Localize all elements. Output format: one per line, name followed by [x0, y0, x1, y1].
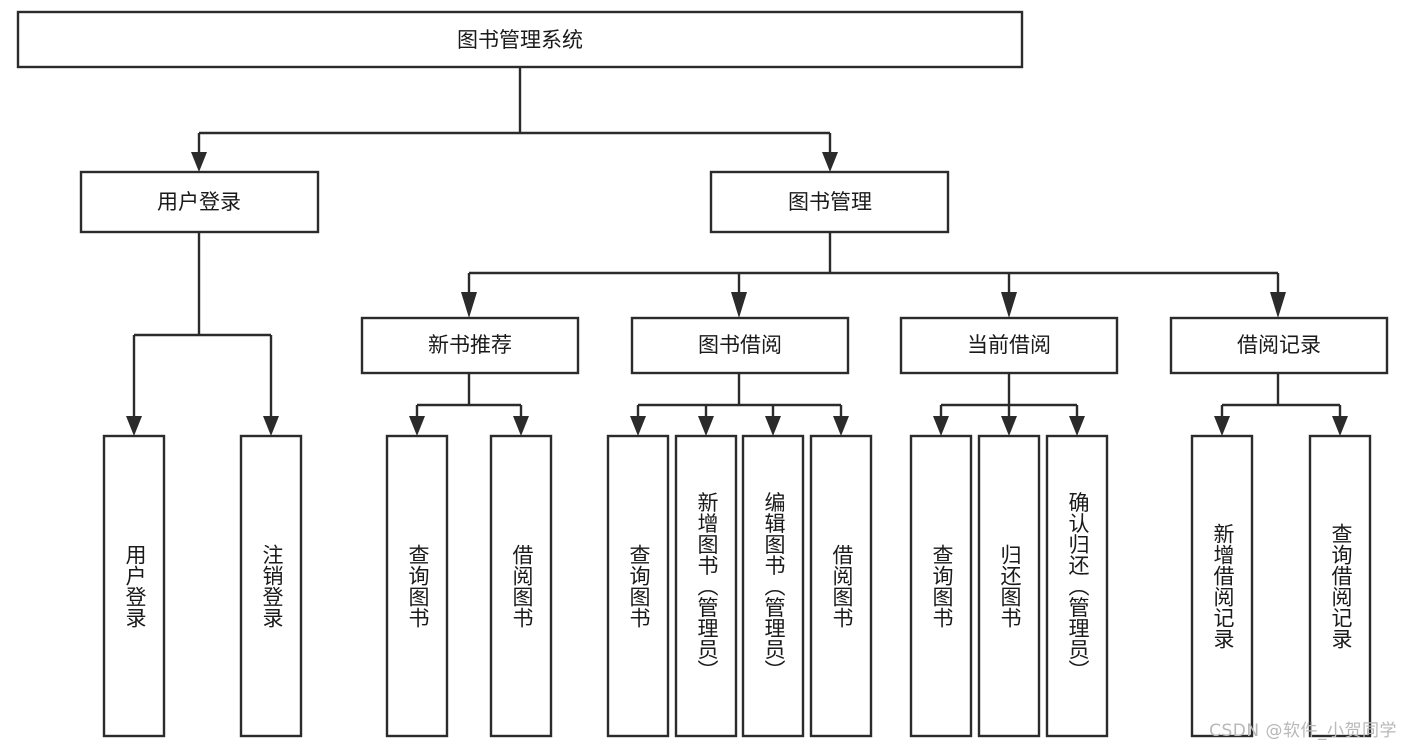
node-root[interactable]: 图书管理系统	[16, 10, 1024, 69]
arrowhead-layer	[126, 152, 1348, 436]
leaf-new-book-1-box[interactable]	[489, 434, 553, 738]
arrow-to-leaf-logout	[263, 416, 279, 436]
leaf-current-borrow-0-label: 查询图书	[930, 544, 954, 628]
node-new-book-recommend[interactable]: 新书推荐	[360, 316, 580, 375]
leaf-user-login-0-box[interactable]	[102, 434, 166, 738]
leaf-user-login-1[interactable]: 注销登录	[239, 434, 303, 738]
connector-new-book-trunk	[415, 373, 523, 419]
leaf-new-book-1[interactable]: 借阅图书	[489, 434, 553, 738]
arrow-to-cb-leaf-2	[1069, 416, 1085, 436]
node-book-manage[interactable]: 图书管理	[709, 170, 950, 234]
leaf-user-login-0[interactable]: 用户登录	[102, 434, 166, 738]
arrow-to-user-login	[191, 152, 207, 172]
leaf-new-book-0-label: 查询图书	[406, 544, 430, 628]
node-book-manage-box[interactable]	[709, 170, 950, 234]
leaf-book-borrow-3-label: 借阅图书	[830, 544, 854, 628]
arrow-to-book-borrow	[731, 292, 747, 318]
arrow-to-br-leaf-1	[1332, 416, 1348, 436]
node-current-borrow[interactable]: 当前借阅	[899, 316, 1119, 375]
arrow-to-bb-leaf-0	[630, 416, 646, 436]
arrow-to-bb-leaf-3	[833, 416, 849, 436]
leaf-borrow-record-1-box[interactable]	[1308, 434, 1372, 738]
connector-root-trunk	[197, 67, 832, 156]
leaf-borrow-record-0[interactable]: 新增借阅记录	[1190, 434, 1254, 738]
leaf-user-login-0-label: 用户登录	[123, 544, 147, 628]
leaf-book-borrow-0[interactable]: 查询图书	[606, 434, 670, 738]
leaf-current-borrow-2[interactable]: 确认归还（管理员）	[1045, 434, 1109, 738]
node-user-login-label: 用户登录	[157, 190, 241, 214]
leaf-book-borrow-2[interactable]: 编辑图书（管理员）	[741, 434, 805, 738]
node-user-login-box[interactable]	[79, 170, 320, 234]
leaf-book-borrow-2-box[interactable]	[741, 434, 805, 738]
leaf-current-borrow-2-box[interactable]	[1045, 434, 1109, 738]
node-root-label: 图书管理系统	[457, 28, 583, 52]
connector-current-borrow-trunk	[939, 373, 1079, 419]
node-new-book-recommend-box[interactable]	[360, 316, 580, 375]
leaf-book-borrow-0-box[interactable]	[606, 434, 670, 738]
connector-layer	[132, 67, 1342, 419]
arrow-to-borrow-record	[1270, 292, 1286, 318]
leaf-current-borrow-0-box[interactable]	[909, 434, 973, 738]
arrow-to-bb-leaf-1	[698, 416, 714, 436]
arrow-to-cb-leaf-0	[933, 416, 949, 436]
arrow-to-br-leaf-0	[1214, 416, 1230, 436]
connector-book-borrow-trunk	[636, 373, 843, 419]
leaf-book-borrow-1[interactable]: 新增图书（管理员）	[674, 434, 738, 738]
leaf-current-borrow-1-box[interactable]	[977, 434, 1041, 738]
node-current-borrow-box[interactable]	[899, 316, 1119, 375]
leaf-user-login-1-label: 注销登录	[260, 544, 284, 628]
arrow-to-new-book-recommend	[461, 292, 477, 318]
leaf-borrow-record-1[interactable]: 查询借阅记录	[1308, 434, 1372, 738]
node-root-box[interactable]	[16, 10, 1024, 69]
arrow-to-book-manage	[822, 152, 838, 172]
arrow-to-current-borrow	[1001, 292, 1017, 318]
node-user-login[interactable]: 用户登录	[79, 170, 320, 234]
connector-user-login-trunk	[132, 232, 273, 419]
leaf-new-book-0-box[interactable]	[385, 434, 449, 738]
connector-borrow-record-trunk	[1220, 373, 1342, 419]
leaf-borrow-record-1-label: 查询借阅记录	[1329, 523, 1353, 649]
leaf-book-borrow-0-label: 查询图书	[627, 544, 651, 628]
node-borrow-record-box[interactable]	[1169, 316, 1389, 375]
arrow-to-nb-leaf-0	[409, 416, 425, 436]
leaf-book-borrow-1-box[interactable]	[674, 434, 738, 738]
node-book-borrow[interactable]: 图书借阅	[630, 316, 850, 375]
leaf-new-book-1-label: 借阅图书	[510, 544, 534, 628]
arrow-to-nb-leaf-1	[513, 416, 529, 436]
arrow-to-cb-leaf-1	[1001, 416, 1017, 436]
leaf-book-borrow-1-label: 新增图书（管理员）	[695, 492, 719, 681]
node-book-manage-label: 图书管理	[788, 190, 872, 214]
leaf-user-login-1-box[interactable]	[239, 434, 303, 738]
leaf-borrow-record-0-box[interactable]	[1190, 434, 1254, 738]
node-book-borrow-box[interactable]	[630, 316, 850, 375]
connector-book-manage-trunk	[467, 232, 1280, 296]
leaf-current-borrow-2-label: 确认归还（管理员）	[1066, 492, 1090, 681]
arrow-to-bb-leaf-2	[765, 416, 781, 436]
node-new-book-recommend-label: 新书推荐	[428, 333, 512, 357]
node-borrow-record[interactable]: 借阅记录	[1169, 316, 1389, 375]
leaf-book-borrow-2-label: 编辑图书（管理员）	[762, 492, 786, 681]
arrow-to-leaf-user-login	[126, 416, 142, 436]
leaf-new-book-0[interactable]: 查询图书	[385, 434, 449, 738]
node-book-borrow-label: 图书借阅	[698, 333, 782, 357]
node-current-borrow-label: 当前借阅	[967, 333, 1051, 357]
leaf-current-borrow-0[interactable]: 查询图书	[909, 434, 973, 738]
node-borrow-record-label: 借阅记录	[1237, 333, 1321, 357]
leaf-current-borrow-1-label: 归还图书	[998, 544, 1022, 628]
leaf-borrow-record-0-label: 新增借阅记录	[1211, 523, 1235, 649]
leaf-book-borrow-3[interactable]: 借阅图书	[809, 434, 873, 738]
leaf-book-borrow-3-box[interactable]	[809, 434, 873, 738]
leaf-current-borrow-1[interactable]: 归还图书	[977, 434, 1041, 738]
